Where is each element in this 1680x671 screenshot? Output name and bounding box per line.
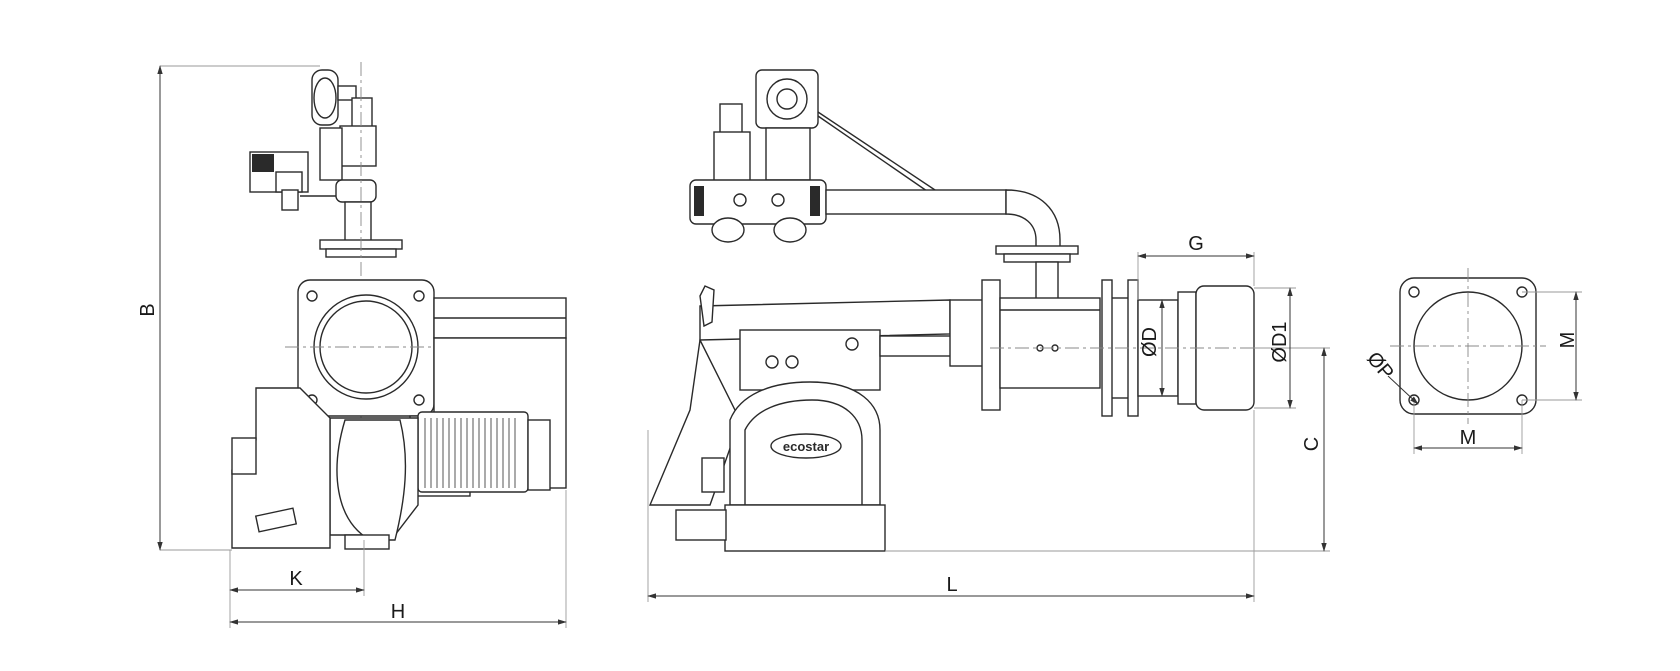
side-view-inlet-flange [285, 279, 448, 417]
front-view-gas-pipe [825, 189, 1079, 303]
dim-label-M-horizontal: M [1460, 427, 1477, 449]
side-view-gas-train [249, 62, 403, 540]
front-view: ecostar [648, 69, 1300, 552]
dim-label-D1: ØD1 [1269, 321, 1291, 362]
front-view-body: ecostar [648, 279, 1300, 552]
dimension-lines [157, 65, 1582, 628]
dim-label-H: H [391, 601, 405, 623]
front-view-gas-train [689, 69, 952, 243]
dim-label-L: L [946, 574, 957, 596]
dim-label-P: ØP [1362, 348, 1397, 384]
dim-label-C: C [1301, 437, 1323, 451]
dim-label-K: K [289, 568, 303, 590]
dim-label-B: B [137, 303, 159, 316]
dim-label-G: G [1188, 233, 1204, 255]
side-view [231, 62, 567, 550]
side-view-body [231, 297, 567, 550]
brand-logo-text: ecostar [783, 439, 829, 454]
flange-view [1390, 268, 1546, 424]
dim-label-D: ØD [1139, 327, 1161, 357]
dim-label-M-vertical: M [1557, 332, 1579, 349]
